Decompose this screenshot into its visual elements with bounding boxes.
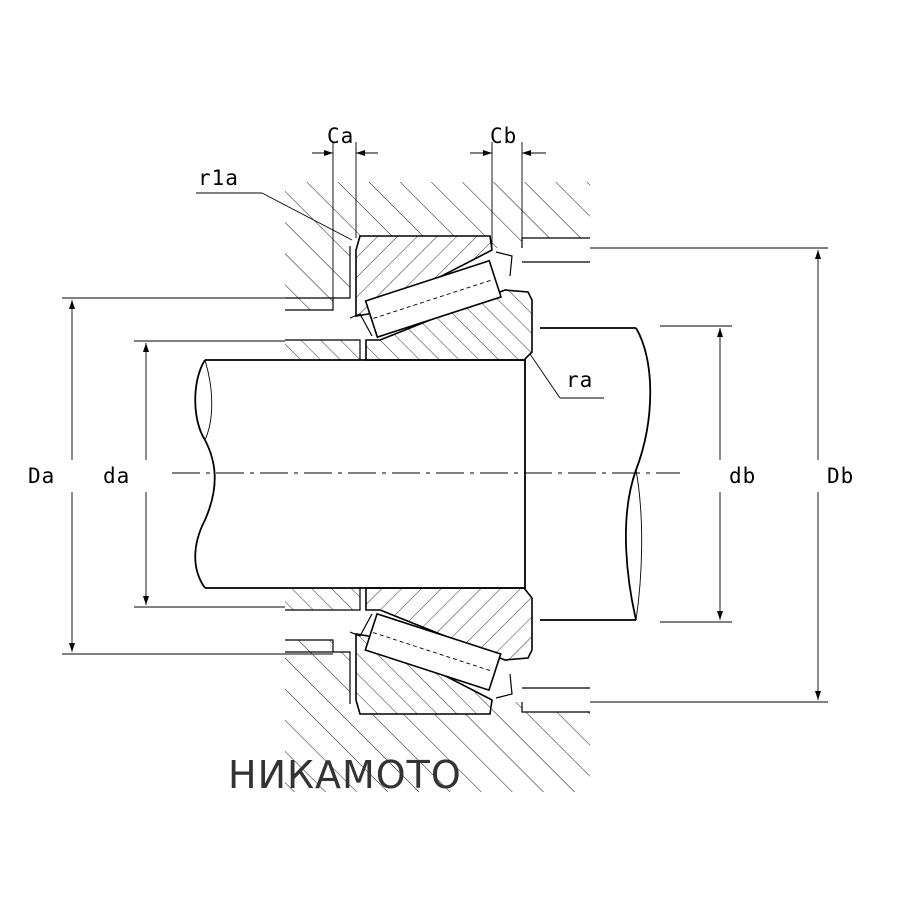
leader-ra: ra	[529, 353, 604, 399]
label-db-inner: db	[729, 464, 756, 488]
label-ca: Ca	[327, 124, 354, 148]
bearing-top	[349, 235, 533, 361]
dim-db-inner: db	[660, 325, 756, 623]
dim-da-inner: da	[103, 340, 285, 608]
label-cb: Cb	[490, 124, 517, 148]
label-ra: ra	[566, 368, 593, 392]
shaft	[172, 327, 680, 621]
housing-bottom	[285, 639, 590, 792]
dim-cb: Cb	[470, 124, 546, 248]
bearing-bottom	[349, 587, 533, 715]
label-r1a: r1a	[198, 166, 239, 190]
dim-db-outer: Db	[590, 247, 854, 703]
dim-ca: Ca	[312, 124, 378, 310]
leader-r1a: r1a	[196, 166, 353, 241]
label-da-outer: Da	[28, 464, 55, 488]
label-da-inner: da	[103, 464, 130, 488]
dim-da-outer: Da	[28, 297, 333, 655]
shaft-shoulder	[285, 339, 361, 611]
label-db-outer: Db	[827, 464, 854, 488]
brand-logo-text: НИКАМОТО	[228, 753, 462, 797]
